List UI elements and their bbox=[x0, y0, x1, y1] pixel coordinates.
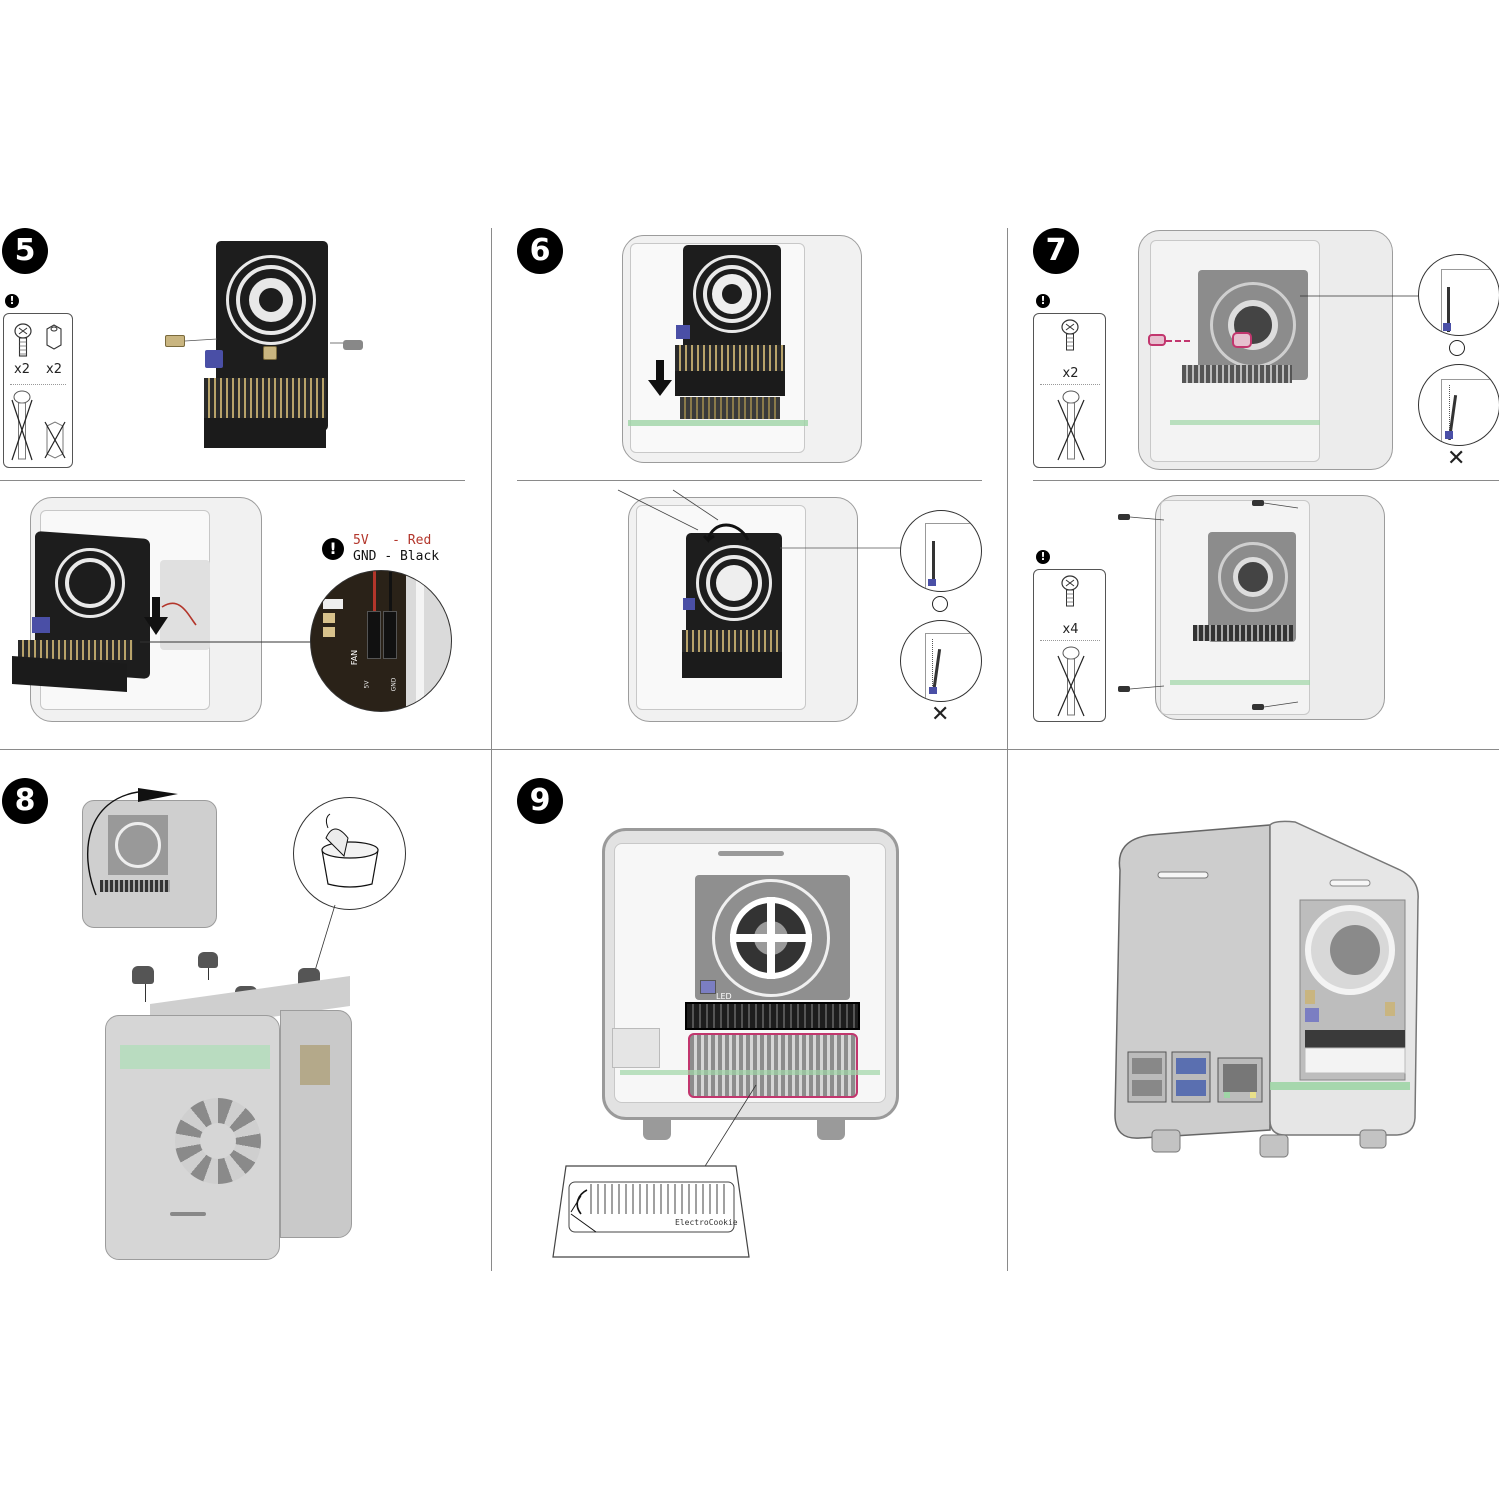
long-standoff-wrong-icon bbox=[44, 421, 66, 459]
rubber-foot-peel-icon bbox=[321, 813, 379, 888]
finger-press-icon bbox=[617, 489, 750, 543]
divider-step7 bbox=[1033, 480, 1499, 481]
fan-connector-zoom: FAN 5V GND bbox=[310, 570, 452, 712]
potentiometer bbox=[205, 350, 223, 368]
screw-qty: x4 bbox=[1062, 622, 1079, 637]
rotate-arrow bbox=[86, 788, 178, 896]
wiring-note-line1: 5V - Red bbox=[353, 533, 432, 548]
parts-box: x2 x2 bbox=[3, 313, 73, 468]
alignment-wrong-zoom bbox=[900, 620, 982, 702]
warning-icon: ! bbox=[1036, 550, 1050, 564]
wrong-mark-icon: ✕ bbox=[1447, 446, 1466, 471]
screw-highlight bbox=[1148, 334, 1166, 346]
screw-icon bbox=[14, 323, 32, 357]
sticker-pin-labels bbox=[590, 1184, 730, 1214]
wiring-note-line2: GND - Black bbox=[353, 549, 440, 564]
parts-separator bbox=[10, 384, 66, 385]
wire-gnd-label: GND bbox=[353, 549, 377, 564]
parts-separator bbox=[1040, 640, 1100, 641]
gnd-pin-label: GND bbox=[390, 677, 398, 692]
gpio-label-highlight bbox=[688, 1033, 858, 1098]
down-arrow bbox=[648, 360, 672, 396]
divider-row-main bbox=[0, 749, 1499, 750]
screw-icon bbox=[1061, 319, 1079, 351]
wire-5v-label: 5V bbox=[353, 533, 369, 548]
warning-icon: ! bbox=[322, 538, 344, 560]
rubber-foot bbox=[132, 966, 154, 984]
long-screw-wrong-icon bbox=[11, 390, 33, 461]
alignment-correct-zoom bbox=[900, 510, 982, 592]
screw-highlight bbox=[1232, 332, 1252, 348]
parts-separator bbox=[1040, 384, 1100, 385]
correct-mark-icon bbox=[932, 596, 948, 612]
screw-qty: x2 bbox=[14, 362, 30, 377]
standoff-qty: x2 bbox=[46, 362, 62, 377]
warning-icon: ! bbox=[5, 294, 19, 308]
rubber-foot bbox=[198, 952, 218, 968]
screw-icon bbox=[1061, 575, 1079, 607]
wrong-mark-icon: ✕ bbox=[931, 702, 950, 727]
led-label: LED bbox=[716, 992, 732, 1001]
screw-qty: x2 bbox=[1062, 366, 1079, 381]
long-screw-wrong-icon bbox=[1057, 390, 1085, 461]
down-arrow bbox=[144, 597, 197, 635]
assembly-lines bbox=[184, 338, 343, 344]
step-number-badge: 9 bbox=[517, 778, 563, 824]
step-number-badge: 5 bbox=[2, 228, 48, 274]
screws-insert bbox=[1118, 500, 1299, 710]
fan-label: FAN bbox=[350, 649, 360, 666]
step-number-badge: 7 bbox=[1033, 228, 1079, 274]
step-number-badge: 8 bbox=[2, 778, 48, 824]
alignment-correct-zoom bbox=[1418, 254, 1499, 336]
wire-red-label: Red bbox=[407, 533, 432, 548]
parts-box: x2 bbox=[1033, 313, 1106, 468]
warning-icon: ! bbox=[1036, 294, 1050, 308]
gpio-header-outline bbox=[685, 1002, 860, 1030]
standoff-icon bbox=[46, 324, 62, 350]
step-number-badge: 6 bbox=[517, 228, 563, 274]
correct-mark-icon bbox=[1449, 340, 1465, 356]
sticker-brand: ElectroCookie bbox=[675, 1218, 738, 1227]
divider-step6 bbox=[517, 480, 982, 481]
long-screw-wrong-icon bbox=[1057, 646, 1085, 717]
divider-step5 bbox=[0, 480, 465, 481]
wire-black-label: Black bbox=[399, 549, 440, 564]
rubber-foot-zoom bbox=[293, 797, 406, 910]
parts-box: x4 bbox=[1033, 569, 1106, 722]
5v-pin-label: 5V bbox=[363, 680, 371, 689]
alignment-wrong-zoom bbox=[1418, 364, 1499, 446]
